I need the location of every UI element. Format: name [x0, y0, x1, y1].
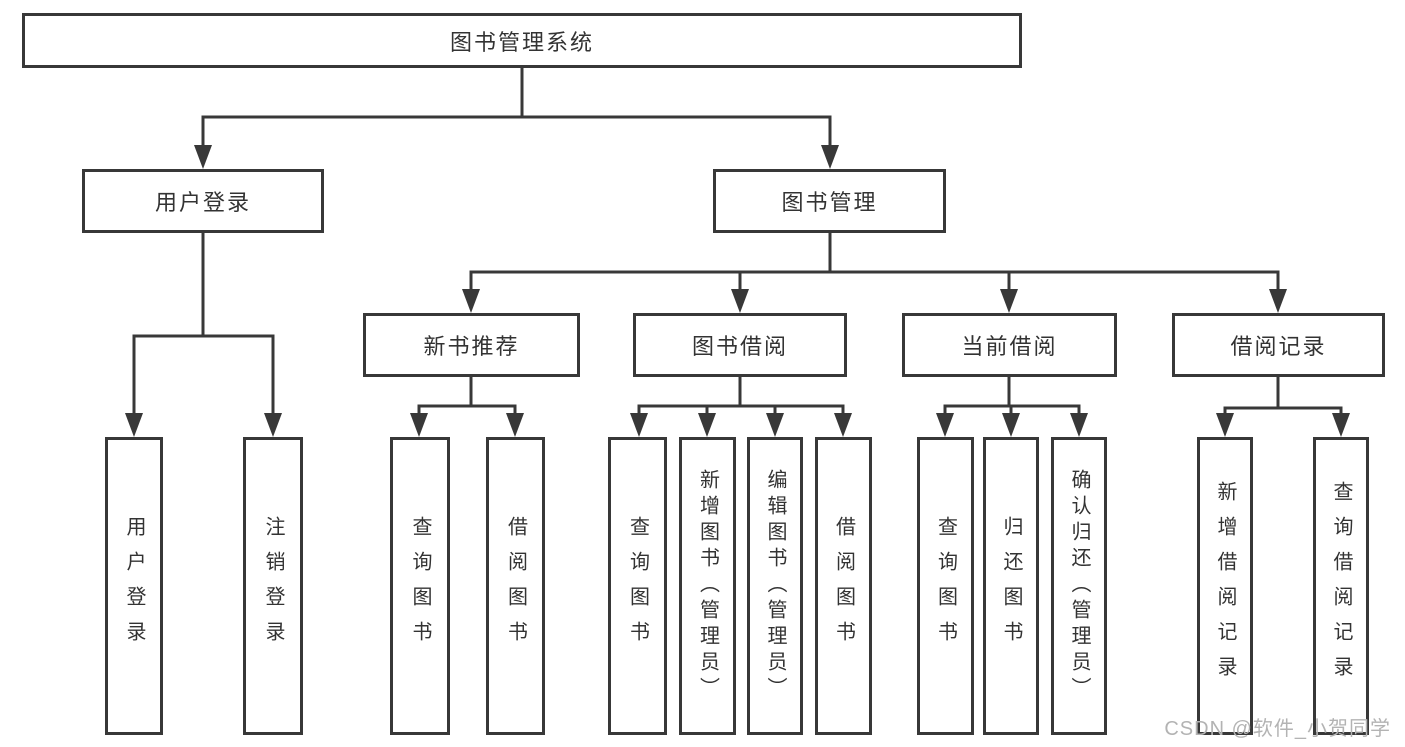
- leaf-borrow-books-2: 借阅图书: [815, 437, 872, 735]
- node-label: 用户登录: [123, 516, 145, 656]
- leaf-logout: 注销登录: [243, 437, 303, 735]
- node-user-login: 用户登录: [82, 169, 324, 233]
- node-borrow-records: 借阅记录: [1172, 313, 1385, 377]
- node-label: 确认归还（管理员）: [1068, 469, 1090, 703]
- node-library-management-system: 图书管理系统: [22, 13, 1022, 68]
- node-label: 图书管理: [781, 190, 878, 215]
- node-label: 图书管理系统: [449, 29, 594, 55]
- leaf-return-book: 归还图书: [983, 437, 1039, 735]
- node-label: 新增借阅记录: [1214, 481, 1236, 691]
- node-label: 查询图书: [934, 516, 957, 656]
- node-label: 注销登录: [262, 516, 284, 656]
- node-label: 借阅图书: [832, 516, 855, 656]
- leaf-query-borrow-record: 查询借阅记录: [1313, 437, 1369, 735]
- leaf-user-login: 用户登录: [105, 437, 163, 735]
- node-label: 归还图书: [1000, 516, 1022, 656]
- node-label: 查询图书: [409, 516, 431, 656]
- leaf-confirm-return-admin: 确认归还（管理员）: [1051, 437, 1107, 735]
- node-label: 当前借阅: [961, 334, 1058, 359]
- node-label: 用户登录: [154, 190, 251, 215]
- node-label: 图书借阅: [691, 334, 788, 359]
- node-label: 编辑图书（管理员）: [764, 469, 786, 703]
- leaf-query-books-1: 查询图书: [390, 437, 450, 735]
- node-label: 新增图书（管理员）: [696, 469, 719, 703]
- leaf-query-books-3: 查询图书: [917, 437, 974, 735]
- node-label: 查询图书: [626, 516, 649, 656]
- node-current-borrowing: 当前借阅: [902, 313, 1117, 377]
- node-label: 借阅图书: [504, 516, 527, 656]
- leaf-add-borrow-record: 新增借阅记录: [1197, 437, 1253, 735]
- connector-lines: [132, 66, 1343, 418]
- arrowhead-icons: [125, 145, 1350, 437]
- node-label: 借阅记录: [1230, 334, 1327, 359]
- node-label: 新书推荐: [423, 334, 520, 359]
- node-book-management: 图书管理: [713, 169, 946, 233]
- leaf-add-book-admin: 新增图书（管理员）: [679, 437, 736, 735]
- node-label: 查询借阅记录: [1330, 481, 1352, 691]
- leaf-borrow-books-1: 借阅图书: [486, 437, 545, 735]
- leaf-edit-book-admin: 编辑图书（管理员）: [747, 437, 803, 735]
- node-new-book-recommend: 新书推荐: [363, 313, 580, 377]
- leaf-query-books-2: 查询图书: [608, 437, 667, 735]
- node-book-borrowing: 图书借阅: [633, 313, 847, 377]
- csdn-watermark: CSDN @软件_小贺同学: [1164, 718, 1391, 740]
